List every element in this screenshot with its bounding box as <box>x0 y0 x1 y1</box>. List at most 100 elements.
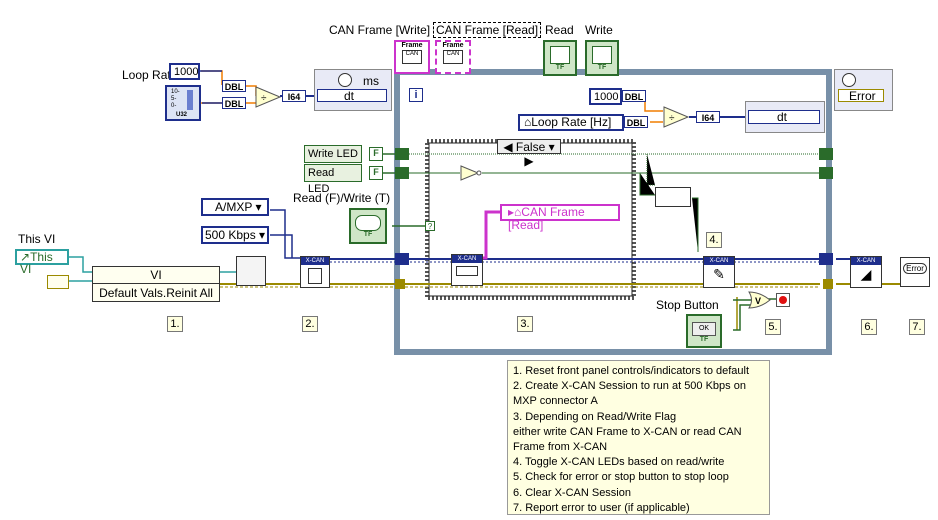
svg-text:÷: ÷ <box>261 93 267 104</box>
tunnel-error-right <box>823 279 833 289</box>
loop-rate-hz-local[interactable]: ⌂Loop Rate [Hz] <box>518 114 624 131</box>
wait-timer-node[interactable]: ms dt <box>314 69 392 111</box>
tf-caption: TF <box>555 64 565 71</box>
read-led-indicator[interactable]: TF <box>543 40 577 76</box>
shift-register-left-2 <box>395 167 409 179</box>
frame-caption: Frame <box>401 42 423 49</box>
to-dbl-4: DBL <box>624 116 648 128</box>
document-icon <box>308 268 322 284</box>
error-in-constant[interactable] <box>47 275 69 289</box>
error-dialog-node[interactable]: Error <box>900 257 930 287</box>
shift-register-left-1 <box>395 148 409 160</box>
xcan-caption: X-CAN <box>301 257 329 265</box>
ok-caption: OK <box>692 322 716 336</box>
tunnel-error-left <box>395 279 405 289</box>
inner-rate-constant[interactable]: 1000 <box>589 88 622 105</box>
vi-node-method: Default Vals.Reinit All <box>99 286 213 300</box>
tf-caption: TF <box>699 336 709 343</box>
xcan-caption: X-CAN <box>704 257 734 265</box>
step-2: 2. <box>302 316 318 332</box>
label-can-frame-write: CAN Frame [Write] <box>329 23 431 37</box>
write-led-false-constant[interactable]: F <box>369 147 383 161</box>
this-vi-reference[interactable]: ↗This VI <box>15 249 69 275</box>
vi-node-title: VI <box>93 267 219 284</box>
wait-timer-ms: ms <box>363 74 379 88</box>
comment-line-7: 6. Clear X-CAN Session <box>513 486 631 499</box>
inner-dt-node[interactable]: dt <box>745 101 825 133</box>
case-selector-terminal: ? <box>425 221 435 231</box>
step-7: 7. <box>909 319 925 335</box>
comment-line-6: 5. Check for error or stop button to sto… <box>513 471 729 484</box>
tf-caption: TF <box>597 64 607 71</box>
case-structure-frame <box>425 139 636 300</box>
xcan-led-node[interactable]: X-CAN ✎ <box>703 256 735 288</box>
loop-condition-terminal <box>776 293 790 307</box>
step-3: 3. <box>517 316 533 332</box>
tf-caption: TF <box>363 231 373 238</box>
to-i64-1: I64 <box>282 90 306 102</box>
can-caption: CAN <box>402 50 422 64</box>
shift-register-right-2 <box>819 167 833 179</box>
shift-register-right-1 <box>819 148 833 160</box>
step-1: 1. <box>167 316 183 332</box>
baud-ring-constant[interactable]: 500 Kbps ▾ <box>201 226 269 244</box>
can-frame-write-control[interactable]: Frame CAN <box>394 40 430 74</box>
not-node <box>460 165 482 181</box>
eraser-icon: ◢ <box>860 266 872 282</box>
vi-invoke-node[interactable]: VI Default Vals.Reinit All <box>92 266 220 302</box>
loop-iteration-terminal: i <box>409 88 423 102</box>
shift-register-refnum-right <box>819 253 833 265</box>
case-selector-label[interactable]: ◀ False ▾ ▶ <box>497 139 561 168</box>
divide-node: ÷ <box>255 86 281 108</box>
label-loop-rate: Loop Rat <box>122 68 171 82</box>
to-dbl-3: DBL <box>622 90 646 102</box>
comment-line-1: 1. Reset front panel controls/indicators… <box>513 365 750 377</box>
frame-caption: Frame <box>442 42 464 49</box>
can-frame-read-local[interactable]: ▸⌂CAN Frame [Read] <box>500 204 620 232</box>
wait-timer-dt: dt <box>317 89 387 102</box>
frame-icon <box>456 266 478 276</box>
comment-line-8: 7. Report error to user (if applicable) <box>513 501 690 514</box>
xcan-caption: X-CAN <box>452 255 482 263</box>
label-read: Read <box>545 23 574 37</box>
step-6: 6. <box>861 319 877 335</box>
loop-rate-slider-control[interactable]: 10-5-0- U32 <box>165 85 201 121</box>
comment-line-3: 3. Depending on Read/Write Flag <box>513 410 677 423</box>
stop-button-control[interactable]: OK TF <box>686 314 722 348</box>
read-write-flag-control[interactable]: TF <box>349 208 387 244</box>
divide-node-inner: ÷ <box>663 106 689 128</box>
label-can-frame-read: CAN Frame [Read] <box>433 22 542 38</box>
xcan-read-node[interactable]: X-CAN <box>451 254 483 286</box>
step-4: 4. <box>706 232 722 248</box>
shift-register-refnum-left <box>395 253 409 265</box>
build-array-node[interactable] <box>655 187 691 207</box>
loop-rate-constant[interactable]: 1000 <box>169 63 200 80</box>
description-comment: 1. Reset front panel controls/indicators… <box>507 360 770 515</box>
clock-icon <box>842 73 856 87</box>
to-i64-2: I64 <box>696 111 720 123</box>
xcan-close-node[interactable]: X-CAN ◢ <box>850 256 882 288</box>
svg-text:÷: ÷ <box>669 113 675 124</box>
can-frame-read-control[interactable]: Frame CAN <box>435 40 471 74</box>
or-node: V <box>748 291 771 309</box>
label-this-vi: This VI <box>18 232 56 246</box>
label-read-write-flag: Read (F)/Write (T) <box>293 191 391 205</box>
error-timer-node[interactable]: Error <box>834 69 893 111</box>
inner-dt-label: dt <box>748 110 820 124</box>
write-led-indicator-label[interactable]: Write LED <box>304 145 362 163</box>
error-timer-label: Error <box>838 89 884 102</box>
clock-icon <box>338 73 352 87</box>
comment-line-5: 4. Toggle X-CAN LEDs based on read/write <box>513 456 725 469</box>
connector-ring-constant[interactable]: A/MXP ▾ <box>201 198 269 216</box>
label-write: Write <box>585 23 613 37</box>
read-led-indicator-label[interactable]: Read LED <box>304 164 362 195</box>
u32-caption: U32 <box>176 112 188 118</box>
close-reference-node[interactable] <box>236 256 266 286</box>
to-dbl-1: DBL <box>222 80 246 92</box>
write-led-indicator[interactable]: TF <box>585 40 619 76</box>
read-led-false-constant[interactable]: F <box>369 166 383 180</box>
xcan-open-node[interactable]: X-CAN <box>300 256 330 288</box>
step-5: 5. <box>765 319 781 335</box>
error-icon-caption: Error <box>903 263 927 274</box>
label-stop-button: Stop Button <box>656 298 719 312</box>
